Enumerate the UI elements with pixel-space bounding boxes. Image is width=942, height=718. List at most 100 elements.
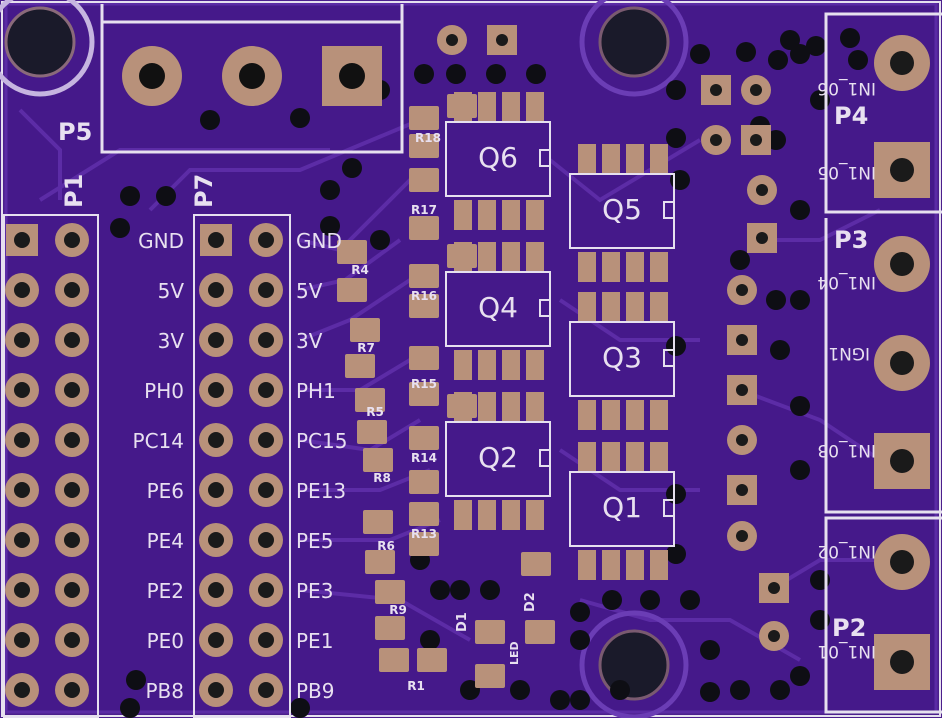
- header-right-label: PH1: [296, 379, 336, 403]
- transistor-pin: [650, 442, 668, 472]
- resistor-label: R16: [411, 289, 437, 303]
- header-left-label: PH0: [144, 379, 184, 403]
- header-pin-hole: [14, 382, 30, 398]
- header-pin-hole: [14, 482, 30, 498]
- smd-pad: [409, 532, 439, 556]
- header-pin-hole: [14, 432, 30, 448]
- transistor-pin: [502, 92, 520, 122]
- via: [666, 128, 686, 148]
- header-left-label: 5V: [158, 279, 185, 303]
- transistor-pin: [650, 550, 668, 580]
- transistor-label: Q3: [602, 341, 642, 374]
- via: [570, 690, 590, 710]
- header-pin-hole: [14, 232, 30, 248]
- transistor-pin: [478, 350, 496, 380]
- transistor-pin: [526, 92, 544, 122]
- header-pin-hole: [208, 532, 224, 548]
- smd-pad: [355, 388, 385, 412]
- header-pin-hole: [258, 532, 274, 548]
- resistor-label: R6: [377, 539, 395, 553]
- smd-pad: [521, 552, 551, 576]
- transistor-pin: [526, 500, 544, 530]
- terminal-pad-hole: [890, 51, 914, 75]
- resistor-label: R9: [389, 603, 407, 617]
- label-p5: P5: [58, 118, 92, 146]
- thru-pad-hole: [750, 84, 762, 96]
- via: [602, 590, 622, 610]
- via: [768, 50, 788, 70]
- header-pin-hole: [64, 282, 80, 298]
- thru-pad-hole: [736, 434, 748, 446]
- transistor-pin: [602, 550, 620, 580]
- header-pin-hole: [258, 482, 274, 498]
- smd-pad: [447, 244, 477, 268]
- resistor-label: R5: [366, 405, 384, 419]
- connector-p7-outline: [193, 214, 291, 718]
- via: [730, 250, 750, 270]
- header-pin-hole: [14, 282, 30, 298]
- header-right-label: PE3: [296, 579, 333, 603]
- via: [320, 180, 340, 200]
- via: [790, 200, 810, 220]
- via: [510, 680, 530, 700]
- header-pin-hole: [258, 232, 274, 248]
- misc-pads: [437, 25, 789, 651]
- via: [420, 630, 440, 650]
- transistor-pin: [602, 400, 620, 430]
- smd-pad: [409, 264, 439, 288]
- smd-pad: [409, 382, 439, 406]
- smd-pad: [365, 550, 395, 574]
- label-p1: P1: [60, 174, 88, 208]
- via: [156, 186, 176, 206]
- header-pin-hole: [258, 382, 274, 398]
- header-pin-hole: [208, 282, 224, 298]
- label-in1-03: IN1_03: [817, 440, 876, 460]
- transistor-pin: [454, 200, 472, 230]
- header-right-label: PE5: [296, 529, 333, 553]
- smd-pad: [447, 394, 477, 418]
- via: [690, 44, 710, 64]
- header-left-label: GND: [138, 229, 184, 253]
- header-right-label: PE13: [296, 479, 346, 503]
- label-in1-01: IN1_01: [817, 641, 876, 661]
- via: [736, 42, 756, 62]
- header-left-label: PE2: [147, 579, 184, 603]
- header-left-label: PB8: [145, 679, 184, 703]
- smd-pad: [357, 420, 387, 444]
- smd-pad: [375, 580, 405, 604]
- header-right-label: PE1: [296, 629, 333, 653]
- via: [666, 336, 686, 356]
- header-right-label: PC15: [296, 429, 347, 453]
- terminal-pad-hole: [890, 449, 914, 473]
- right-connector-outlines: [824, 12, 942, 714]
- header-pin-hole: [14, 682, 30, 698]
- via: [680, 590, 700, 610]
- smd-pad: [409, 346, 439, 370]
- via: [790, 290, 810, 310]
- via: [290, 108, 310, 128]
- header-pin-hole: [64, 532, 80, 548]
- transistor-pin: [626, 400, 644, 430]
- label-in1-05: IN1_05: [817, 162, 876, 182]
- via: [120, 698, 140, 718]
- label-ign1: IGN1: [828, 343, 870, 363]
- via: [640, 590, 660, 610]
- header-pin-hole: [14, 632, 30, 648]
- via: [414, 64, 434, 84]
- smd-pad: [409, 216, 439, 240]
- header-pins: [5, 223, 283, 707]
- transistor-notch: [663, 201, 675, 219]
- resistor-label: R15: [411, 377, 437, 391]
- transistor-pin: [502, 500, 520, 530]
- header-left-label: PC14: [133, 429, 184, 453]
- via: [446, 64, 466, 84]
- transistor-pin: [602, 292, 620, 322]
- via: [610, 680, 630, 700]
- header-pin-hole: [64, 582, 80, 598]
- smd-pad: [475, 664, 505, 688]
- transistor-pin: [578, 292, 596, 322]
- smd-pad: [409, 502, 439, 526]
